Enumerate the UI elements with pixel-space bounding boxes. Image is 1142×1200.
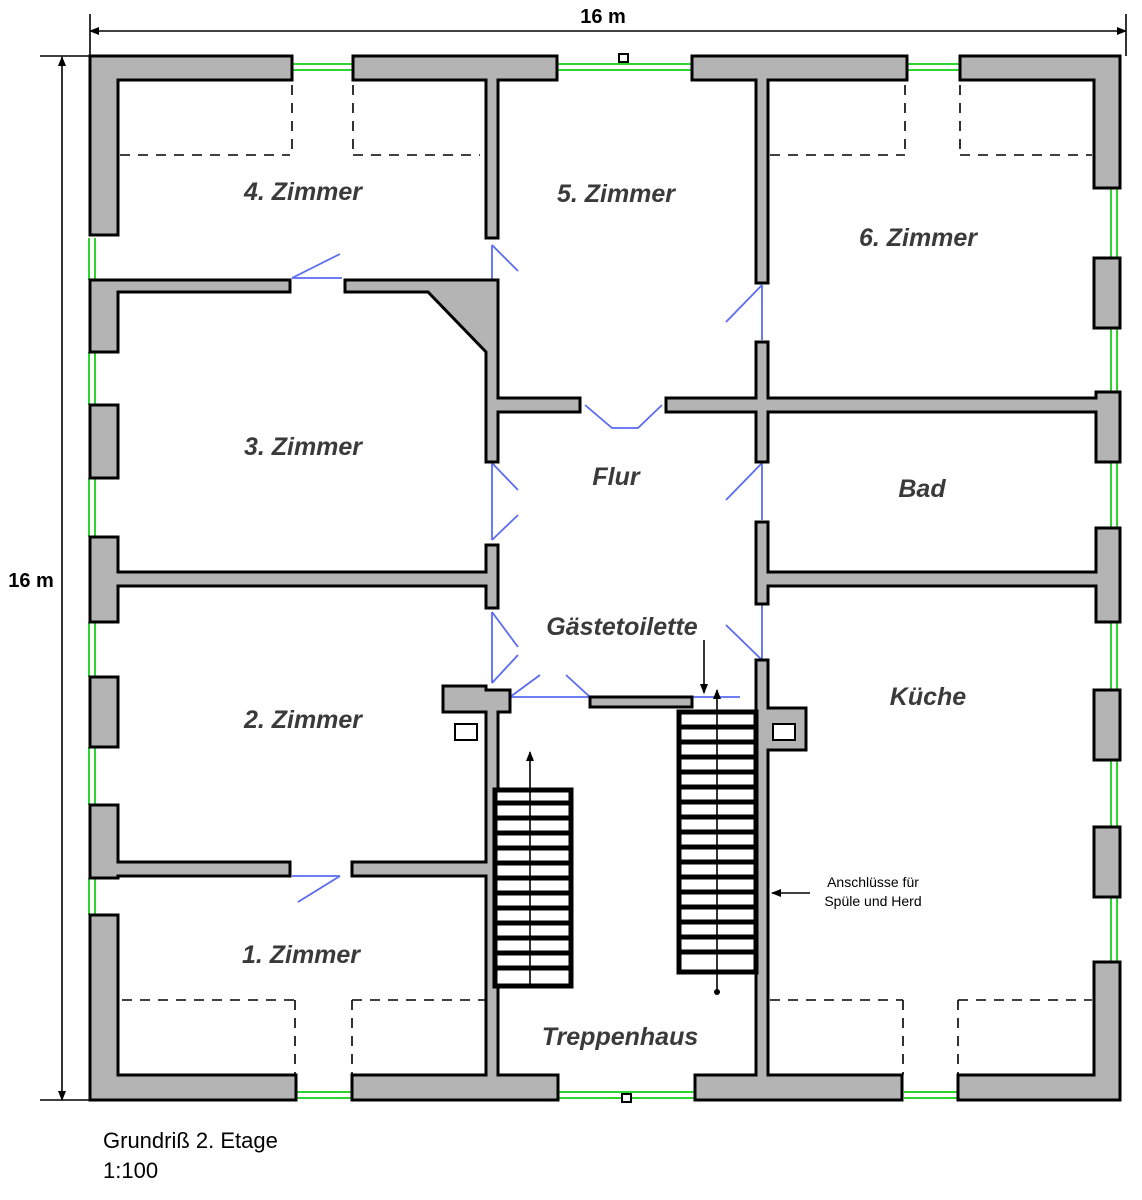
annotation-line1: Anschlüsse für (827, 874, 919, 890)
doors (291, 244, 763, 903)
room-label-kueche: Küche (890, 683, 967, 711)
windows (88, 53, 1118, 1103)
width-label: 16 m (580, 6, 626, 28)
room-label-zimmer-4: 4. Zimmer (243, 178, 363, 206)
room-label-zimmer-2: 2. Zimmer (243, 706, 363, 734)
caption-scale: 1:100 (103, 1158, 159, 1183)
dimension-left (40, 55, 92, 1101)
stairs-left (492, 751, 574, 989)
room-label-zimmer-6: 6. Zimmer (859, 224, 978, 252)
height-label: 16 m (8, 570, 54, 592)
walls (88, 54, 1122, 1102)
plan-caption: Grundriß 2. Etage 1:100 (103, 1126, 278, 1186)
room-label-treppenhaus: Treppenhaus (542, 1023, 699, 1051)
room-label-bad: Bad (898, 475, 946, 503)
caption-title: Grundriß 2. Etage (103, 1128, 278, 1153)
annotation-line2: Spüle und Herd (824, 893, 921, 909)
room-label-flur: Flur (592, 463, 640, 491)
room-label-zimmer-3: 3. Zimmer (244, 433, 363, 461)
dimension-top (89, 14, 1127, 56)
stairs-right (676, 689, 759, 995)
room-label-zimmer-5: 5. Zimmer (557, 180, 676, 208)
room-label-gaestetoilette: Gästetoilette (546, 613, 698, 641)
room-label-zimmer-1: 1. Zimmer (242, 941, 361, 969)
built-in-dashes (120, 85, 1092, 1075)
